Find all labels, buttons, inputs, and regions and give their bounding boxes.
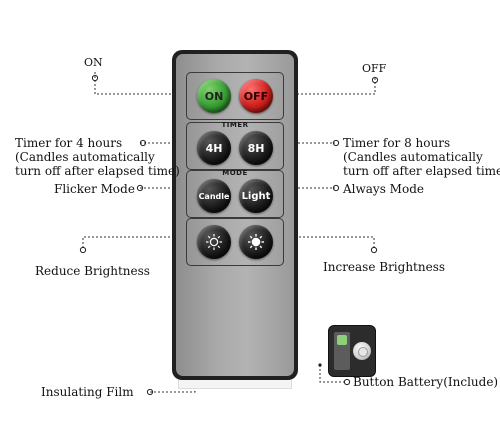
battery-compartment-image: [328, 325, 376, 377]
callout-dot-film: [146, 388, 154, 396]
callout-dot-reduce: [79, 246, 87, 254]
callout-line-battery: [319, 365, 345, 383]
label-flicker-mode: Flicker Mode: [54, 182, 135, 196]
remote-face: ON OFF TIMER 4H 8H MODE Candle Light: [176, 54, 294, 376]
label-always-mode: Always Mode: [343, 182, 424, 196]
timer-8h-button[interactable]: 8H: [239, 131, 273, 165]
label-increase-brightness: Increase Brightness: [323, 260, 446, 274]
brightness-group: [186, 218, 284, 266]
candle-button[interactable]: Candle: [197, 179, 231, 213]
label-off: OFF: [362, 62, 387, 75]
label-timer-4: Timer for 4 hours (Candles automatically…: [15, 136, 180, 178]
callout-dot-off: [371, 76, 379, 84]
label-reduce-brightness: Reduce Brightness: [35, 264, 150, 278]
mode-group-title: MODE: [222, 169, 248, 177]
label-insulating-film: Insulating Film: [41, 385, 134, 399]
power-group: ON OFF: [186, 72, 284, 120]
remote-control: ON OFF TIMER 4H 8H MODE Candle Light: [172, 50, 298, 380]
callout-line-on: [94, 72, 205, 95]
off-button[interactable]: OFF: [239, 79, 273, 113]
timer-group: TIMER 4H 8H: [186, 121, 284, 170]
insulating-film-tab[interactable]: [178, 380, 292, 389]
label-timer-8: Timer for 8 hours (Candles automatically…: [343, 136, 500, 178]
label-on: ON: [84, 56, 103, 69]
callout-dot-always: [332, 184, 340, 192]
callout-line-off: [268, 78, 376, 95]
callout-dot-timer-4: [139, 139, 147, 147]
mode-group: MODE Candle Light: [186, 169, 284, 218]
callout-line-film: [150, 382, 196, 393]
timer-group-title: TIMER: [221, 121, 249, 129]
callout-dot-timer-8: [332, 139, 340, 147]
label-button-battery: Button Battery(Include): [353, 375, 499, 389]
callout-dot-battery: [343, 378, 351, 386]
callout-line-increase: [262, 236, 375, 248]
sun-outline-icon: [206, 234, 222, 250]
callout-dot-on: [91, 74, 99, 82]
reduce-brightness-button[interactable]: [197, 225, 231, 259]
on-button[interactable]: ON: [197, 79, 231, 113]
callout-dot-increase: [370, 246, 378, 254]
timer-4h-button[interactable]: 4H: [197, 131, 231, 165]
increase-brightness-button[interactable]: [239, 225, 273, 259]
callout-dot-flicker: [136, 184, 144, 192]
light-button[interactable]: Light: [239, 179, 273, 213]
sun-filled-icon: [248, 234, 264, 250]
